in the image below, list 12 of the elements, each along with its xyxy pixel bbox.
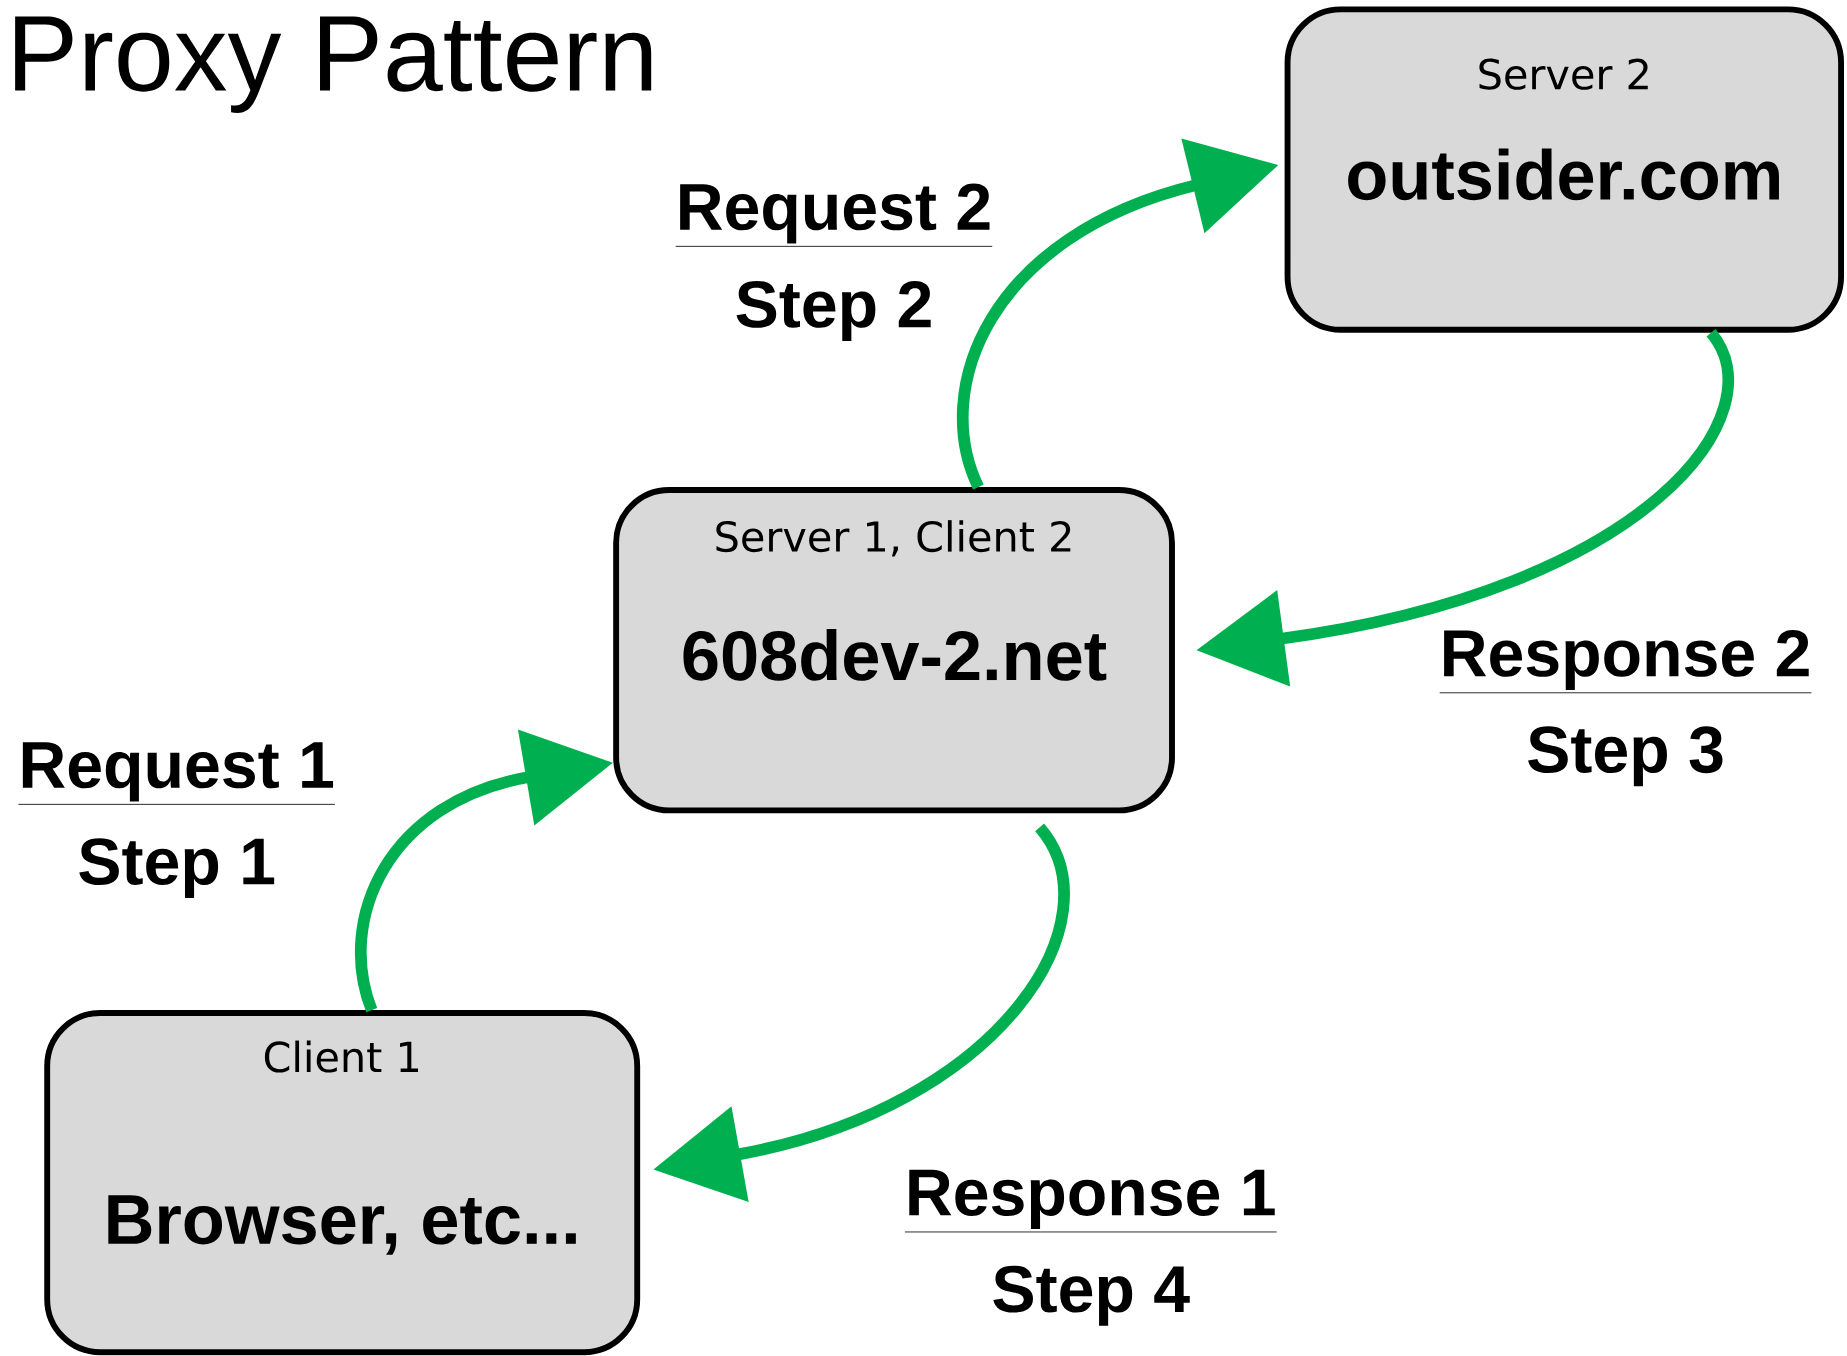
step-label: Request 1 [18, 742, 336, 805]
server-box: Server 1, Client 2 608dev-2.net [613, 487, 1175, 814]
step-label: Step 4 [993, 1265, 1190, 1326]
step-label: Step 1 [79, 838, 275, 899]
step-label: Response 2 [1439, 630, 1812, 694]
server-box: Server 2 outsider.com [1284, 6, 1844, 333]
server-box: Client 1 Browser, etc... [44, 1010, 641, 1356]
step-label: Step 2 [736, 281, 931, 342]
step-label: Step 3 [1528, 726, 1723, 787]
step-label: Response 1 [904, 1169, 1278, 1233]
title: Proxy Pattern [15, 16, 652, 114]
step-label: Request 2 [675, 183, 993, 247]
